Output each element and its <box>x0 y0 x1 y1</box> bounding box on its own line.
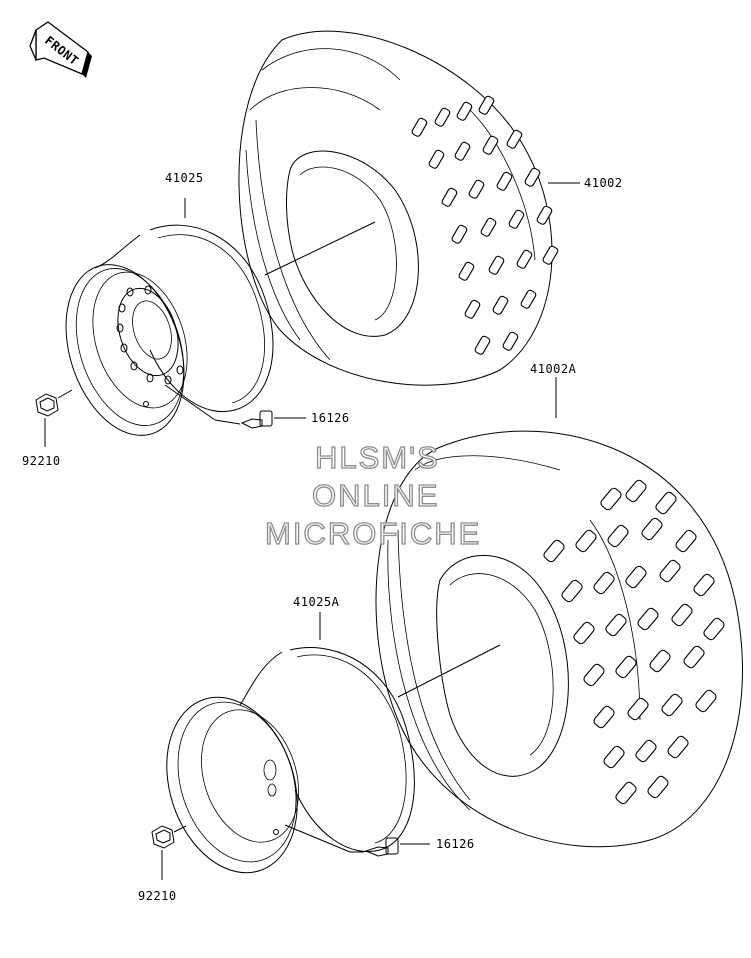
valve-stem-front <box>214 410 306 429</box>
tire-rear-tread <box>543 479 725 805</box>
part-number-92210-rear: 92210 <box>138 889 177 903</box>
rim-front <box>65 198 274 436</box>
watermark-line-2: ONLINE <box>312 478 439 513</box>
tire-front-tread <box>411 95 559 355</box>
watermark-line-3: MICROFICHE <box>265 516 481 551</box>
part-number-41025: 41025 <box>165 171 204 185</box>
tire-front <box>238 30 559 386</box>
rim-rear <box>166 612 415 874</box>
part-number-41002: 41002 <box>584 176 623 190</box>
lug-nut-rear <box>151 825 187 880</box>
part-number-16126-front: 16126 <box>311 411 350 425</box>
part-number-41025A: 41025A <box>293 595 340 609</box>
watermark-line-1: HLSM'S <box>315 440 440 475</box>
rim-front-bolt-holes <box>116 285 184 407</box>
watermark: HLSM'S ONLINE MICROFICHE <box>264 439 481 551</box>
tire-rear <box>375 430 743 848</box>
front-arrow-badge: FRONT <box>29 21 92 78</box>
part-number-41002A: 41002A <box>530 362 577 376</box>
valve-stem-rear <box>350 837 430 857</box>
lug-nut-front <box>35 389 73 447</box>
rim-rear-hub <box>263 759 279 835</box>
part-number-16126-rear: 16126 <box>436 837 475 851</box>
part-number-92210-front: 92210 <box>22 454 61 468</box>
